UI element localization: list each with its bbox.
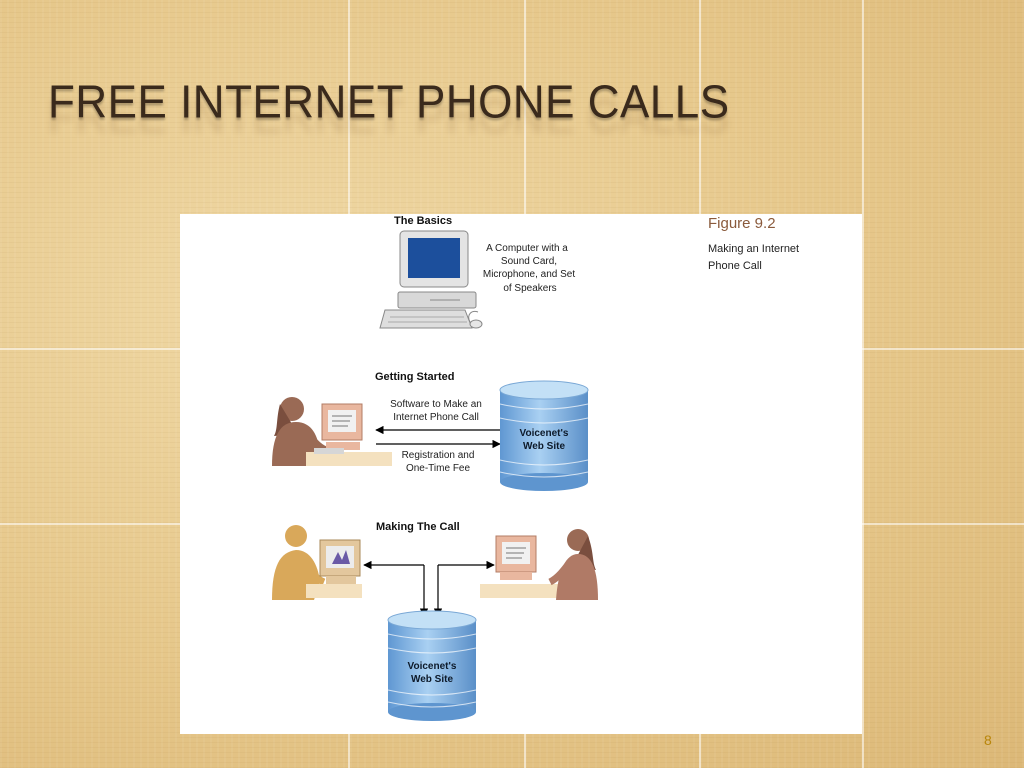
figure-caption-line: Making an Internet <box>708 243 799 255</box>
registration-label-line: Registration and <box>402 450 475 461</box>
server-label-line: Voicenet's <box>520 428 569 439</box>
basics-desc-line: Sound Card, <box>501 256 557 267</box>
registration-label: Registration and One-Time Fee <box>402 450 475 474</box>
software-label-line: Internet Phone Call <box>393 412 479 423</box>
server-label-line: Web Site <box>411 674 453 685</box>
software-label: Software to Make an Internet Phone Call <box>390 399 482 423</box>
basics-desc-line: of Speakers <box>503 283 556 294</box>
software-label-line: Software to Make an <box>390 399 482 410</box>
server-database-icon: Voicenet's Web Site <box>387 610 477 721</box>
figure-label: Figure 9.2 <box>708 215 776 232</box>
basics-desc-line: Microphone, and Set <box>483 269 576 280</box>
figure-diagram: The Basics A Computer with a Sound Card,… <box>272 215 799 721</box>
caller-left-icon <box>272 525 362 600</box>
basics-description: A Computer with a Sound Card, Microphone… <box>483 243 576 294</box>
person-at-computer-icon <box>272 397 392 466</box>
page-number: 8 <box>984 732 992 748</box>
making-call-heading: Making The Call <box>376 521 460 533</box>
figure-panel: The Basics A Computer with a Sound Card,… <box>180 214 862 734</box>
server-database-icon: Voicenet's Web Site <box>499 380 589 491</box>
server-label-line: Web Site <box>523 441 565 452</box>
figure-caption-line: Phone Call <box>708 260 762 272</box>
basics-heading: The Basics <box>394 215 452 227</box>
registration-label-line: One-Time Fee <box>406 463 471 474</box>
slide-title: FREE INTERNET PHONE CALLS <box>48 76 730 129</box>
getting-started-heading: Getting Started <box>375 371 454 383</box>
caller-right-icon <box>480 529 598 600</box>
server-label-line: Voicenet's <box>408 661 457 672</box>
basics-desc-line: A Computer with a <box>486 243 568 254</box>
call-connection-arrows <box>363 560 495 617</box>
tile-seam <box>862 0 864 768</box>
computer-icon <box>379 230 483 329</box>
